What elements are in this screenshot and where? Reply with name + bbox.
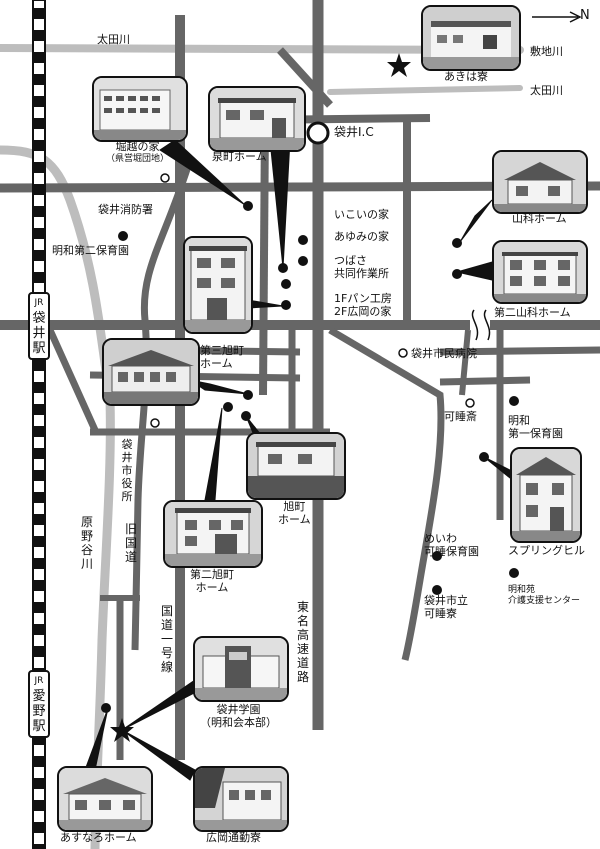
meiwa1-nursery-label: 明和第一保育園: [508, 414, 563, 440]
ic-label: 袋井I.C: [334, 125, 374, 139]
ota-river-label-top: 太田川: [97, 33, 130, 46]
rail-tie: [34, 206, 44, 217]
haranoya-river-label: 原野谷川: [80, 515, 93, 571]
kokudo1-label: 国道一号線: [160, 604, 173, 674]
rail-tie: [34, 52, 44, 63]
road-v8: [459, 329, 471, 396]
ayumi-label: あゆみの家: [334, 230, 389, 243]
rail-tie: [34, 536, 44, 547]
yamashina2-label: 第二山科ホーム: [494, 306, 571, 319]
izumicho-label: 泉町ホーム: [212, 150, 267, 163]
star-icon: [110, 718, 134, 742]
rail-tie: [34, 162, 44, 173]
photo-pan: [183, 236, 253, 334]
rail-tie: [34, 118, 44, 129]
akiharyo-label: あきは寮: [444, 70, 488, 83]
rail-tie: [34, 404, 44, 415]
ota-river-right: [327, 85, 523, 95]
ota-river-label-right: 太田川: [530, 84, 563, 97]
rail-tie: [34, 426, 44, 437]
road-diag-top: [277, 47, 333, 108]
kyu-kokudo-label: 旧国道: [124, 522, 137, 564]
roads: [0, 0, 600, 760]
rail-tie: [34, 800, 44, 811]
photo-asunaro: [57, 766, 153, 832]
rail-tie: [34, 558, 44, 569]
fire-station-label: 袋井消防署: [98, 203, 153, 216]
rail-tie: [34, 580, 44, 591]
compass-north-label: N: [580, 8, 590, 23]
tsubasa-label: つばさ共同作業所: [334, 254, 389, 280]
photo-spring: [510, 447, 582, 543]
road-diag-right: [328, 326, 445, 661]
photo-yamashina2: [492, 240, 588, 304]
asahi3-label: 第三旭町ホーム: [200, 344, 244, 370]
photo-akiharyo: [421, 5, 521, 71]
rail-tie: [34, 844, 44, 849]
city-office-label: 袋井市役所: [121, 438, 133, 503]
tomei-label: 東名高速道路: [296, 600, 309, 684]
asahi-label: 旭町ホーム: [278, 500, 311, 526]
rail-tie: [34, 646, 44, 657]
star-markers: [110, 53, 411, 742]
rail-tie: [34, 272, 44, 283]
rail-tie: [34, 184, 44, 195]
star-icon: [387, 53, 411, 77]
yamashina-label: 山科ホーム: [512, 212, 567, 225]
rail-tie: [34, 778, 44, 789]
meiwa-support-label: 明和苑介護支援センター: [508, 585, 581, 606]
city-hospital-label: 袋井市民病院: [411, 347, 477, 360]
rail-tie: [34, 602, 44, 613]
rail-tie: [34, 734, 44, 745]
rail-tie: [34, 514, 44, 525]
photo-asahi2: [163, 500, 263, 568]
rail-tie: [34, 756, 44, 767]
ikoi-label: いこいの家: [334, 208, 389, 221]
meiwa2-nursery-label: 明和第二保育園: [52, 244, 129, 257]
kasuisai-label: 可睡斎: [444, 410, 477, 423]
rail-tie: [34, 470, 44, 481]
horikoshi-label: 堀越の家（県営堀団地）: [106, 140, 170, 164]
hirooka-label: 広岡通勤寮: [206, 831, 261, 844]
landmark-circles: [150, 121, 475, 428]
rail-tie: [34, 360, 44, 371]
rail-tie: [34, 624, 44, 635]
kasuiryo-label: 袋井市立可睡寮: [424, 594, 468, 620]
photo-izumicho: [208, 86, 306, 152]
photo-asahi3: [102, 338, 200, 406]
rail-tie: [34, 8, 44, 19]
meiwa-nursery-label: めいわ可睡保育園: [424, 532, 479, 558]
compass-icon: [532, 11, 582, 23]
photo-asahi: [246, 432, 346, 500]
jr-railway: [32, 0, 46, 849]
rail-tie: [34, 140, 44, 151]
facility-dots: [101, 201, 519, 713]
road-diag-left: [46, 328, 99, 432]
asahi2-label: 第二旭町ホーム: [190, 568, 234, 594]
rail-tie: [34, 448, 44, 459]
rail-tie: [34, 822, 44, 833]
rail-tie: [34, 74, 44, 85]
rail-tie: [34, 382, 44, 393]
rail-tie: [34, 96, 44, 107]
rail-tie: [34, 228, 44, 239]
rail-tie: [34, 30, 44, 41]
asunaro-label: あすなろホーム: [60, 831, 137, 844]
spring-label: スプリングヒル: [508, 544, 585, 557]
gakuen-label: 袋井学園（明和会本部）: [200, 703, 277, 729]
shikiji-river-label: 敷地川: [530, 45, 563, 58]
photo-gakuen: [193, 636, 289, 702]
road-v3: [259, 119, 269, 396]
photo-horikoshi: [92, 76, 188, 142]
road-h8: [439, 376, 531, 386]
rail-tie: [34, 250, 44, 261]
rail-tie: [34, 492, 44, 503]
photo-hirooka: [193, 766, 289, 832]
photo-yamashina: [492, 150, 588, 214]
